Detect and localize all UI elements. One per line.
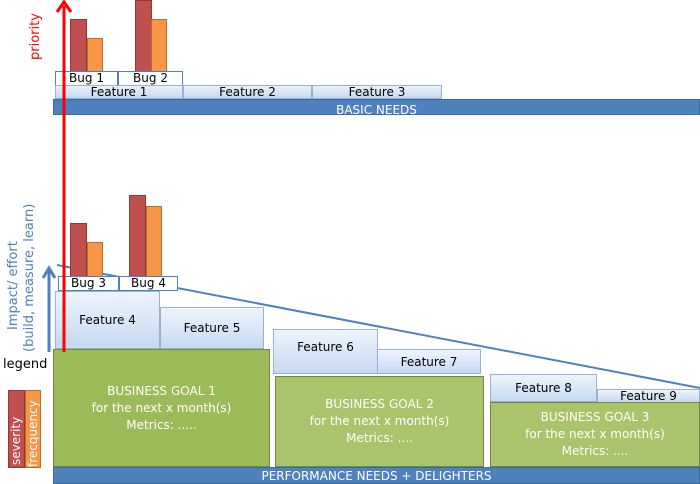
goal-3-title: BUSINESS GOAL 3 <box>540 410 650 424</box>
goal-3-metrics: Metrics: .... <box>561 444 629 458</box>
performance-band: PERFORMANCE NEEDS + DELIGHTERS <box>53 467 700 484</box>
feature-6[interactable]: Feature 6 <box>273 329 378 374</box>
legend-title: legend <box>3 357 48 372</box>
legend-frequency-label: frecquency <box>26 400 40 467</box>
feature-3[interactable]: Feature 3 <box>312 85 442 99</box>
legend-severity: severity <box>8 390 25 468</box>
goal-2-metrics: Metrics: .... <box>346 431 413 445</box>
goal-2-period: for the next x month(s) <box>309 414 450 428</box>
business-goal-1[interactable]: BUSINESS GOAL 1 for the next x month(s) … <box>53 349 270 467</box>
bug4-label[interactable]: Bug 4 <box>119 276 178 291</box>
basic-needs-label: BASIC NEEDS <box>336 103 417 117</box>
legend-severity-label: severity <box>9 416 23 465</box>
feature-4[interactable]: Feature 4 <box>55 291 160 349</box>
bug2-label[interactable]: Bug 2 <box>118 71 183 86</box>
feature-8[interactable]: Feature 8 <box>490 374 597 402</box>
goal-2-title: BUSINESS GOAL 2 <box>325 397 434 411</box>
goal-1-metrics: Metrics: ..... <box>126 417 197 432</box>
feature-2[interactable]: Feature 2 <box>183 85 312 99</box>
goal-1-title: BUSINESS GOAL 1 <box>107 383 216 398</box>
bug3-label[interactable]: Bug 3 <box>58 276 119 291</box>
feature-7[interactable]: Feature 7 <box>377 349 481 374</box>
basic-needs-band: BASIC NEEDS <box>53 99 700 117</box>
legend-frequency: frecquency <box>25 390 41 468</box>
bug1-label[interactable]: Bug 1 <box>55 71 118 86</box>
feature-5[interactable]: Feature 5 <box>160 307 264 349</box>
goal-3-period: for the next x month(s) <box>525 427 665 441</box>
goal-1-period: for the next x month(s) <box>91 400 232 415</box>
business-goal-2[interactable]: BUSINESS GOAL 2 for the next x month(s) … <box>275 376 484 467</box>
feature-1[interactable]: Feature 1 <box>55 85 183 99</box>
